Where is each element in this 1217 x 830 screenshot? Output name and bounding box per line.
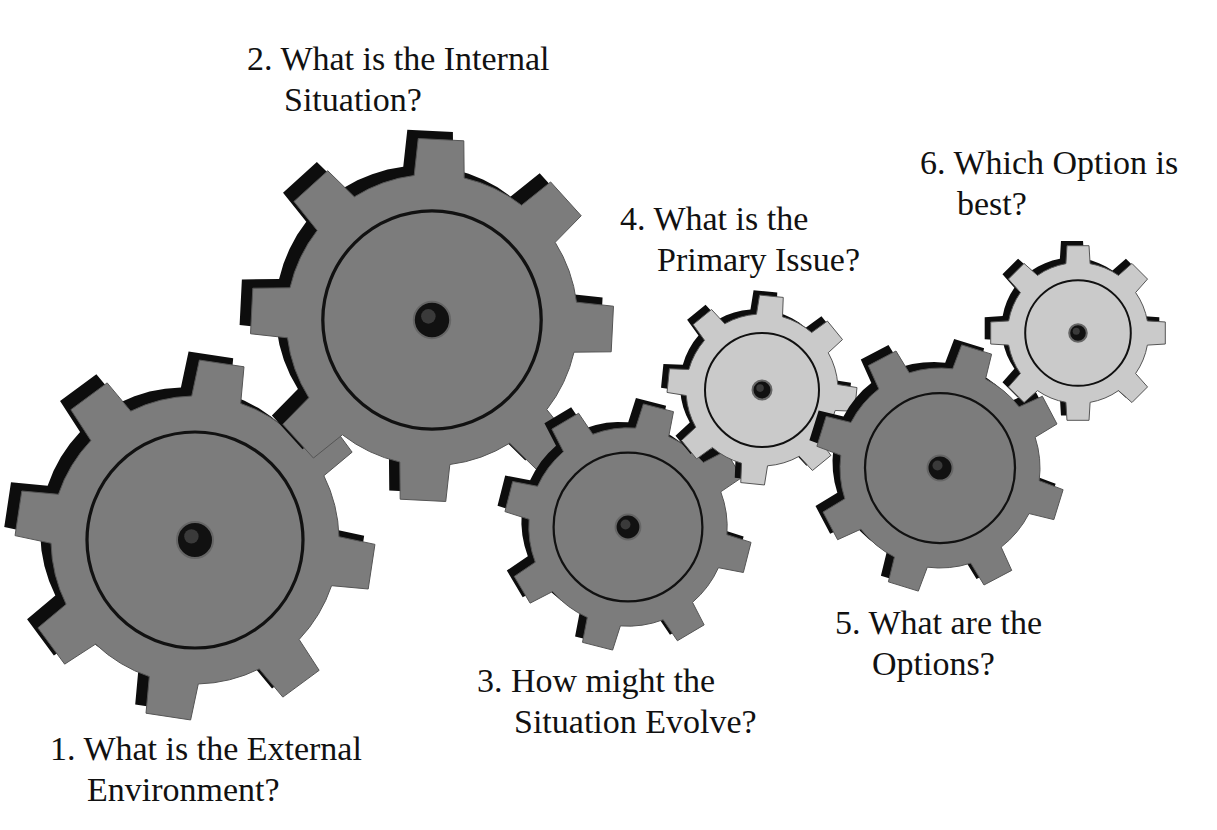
step-question: 6. Which Option is best? — [920, 142, 1183, 224]
gear-ring — [554, 453, 703, 602]
gear: 6. Which Option is best? — [990, 245, 1166, 421]
gear-hub — [616, 515, 641, 540]
hub-highlight — [756, 384, 764, 392]
hub-highlight — [421, 309, 436, 324]
gear-ring — [323, 211, 541, 429]
gear-ring — [87, 432, 303, 648]
gear-hub — [177, 522, 213, 558]
gear-shape — [990, 245, 1166, 421]
step-question: 1. What is the External Environment? — [50, 728, 412, 810]
step-question: 4. What is the Primary Issue? — [620, 198, 916, 280]
gear-hub — [753, 381, 772, 400]
hub-highlight — [1073, 328, 1080, 335]
gear-ring — [1025, 280, 1131, 386]
step-question: 3. How might the Situation Evolve? — [477, 660, 819, 742]
hub-highlight — [933, 461, 943, 471]
gear-hub — [414, 302, 450, 338]
step-question: 2. What is the Internal Situation? — [247, 38, 563, 120]
gear-hub — [928, 456, 953, 481]
gear: 4. What is the Primary Issue? — [667, 295, 857, 485]
hub-highlight — [621, 520, 631, 530]
gear-shape — [667, 295, 857, 485]
gear-hub — [1069, 324, 1087, 342]
hub-highlight — [184, 529, 198, 543]
gear-face — [991, 246, 1166, 421]
step-question: 5. What are the Options? — [835, 602, 1117, 684]
gear-ring — [705, 333, 819, 447]
gear-face — [667, 295, 857, 485]
gear-ring — [865, 393, 1015, 543]
